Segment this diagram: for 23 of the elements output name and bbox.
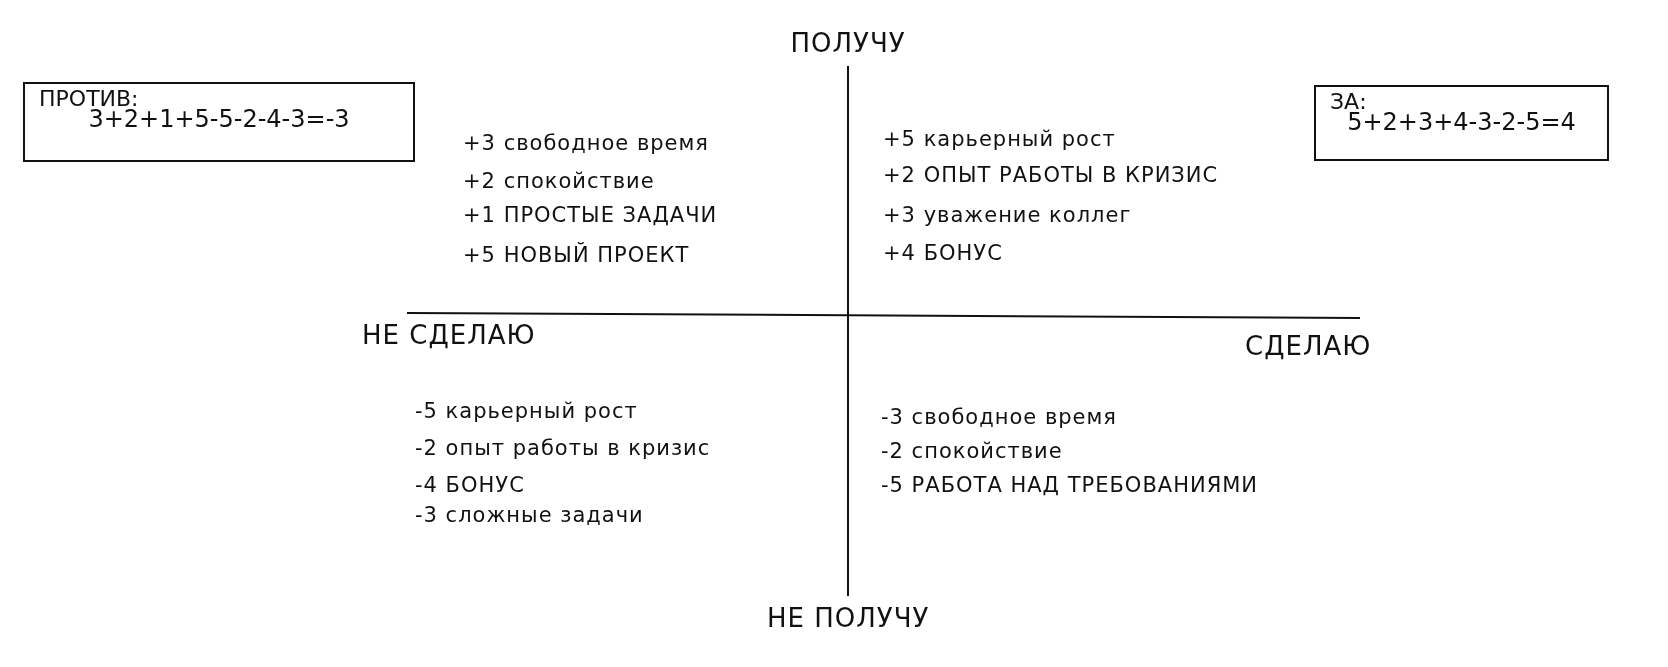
list-item: -3 сложные задачи [415, 502, 644, 528]
list-item: -3 свободное время [881, 404, 1117, 430]
formula-text: 5+2+3+4-3-2-5=4 [1347, 108, 1577, 137]
formula-box [23, 82, 415, 162]
list-item: +2 ОПЫТ РАБОТЫ В КРИЗИС [883, 162, 1219, 188]
list-item: -2 опыт работы в кризис [415, 435, 711, 461]
axis-label: НЕ ПОЛУЧУ [767, 603, 930, 633]
list-item: +1 ПРОСТЫЕ ЗАДАЧИ [463, 202, 718, 228]
formula-box [1314, 85, 1609, 161]
list-item: +4 БОНУС [883, 240, 1003, 266]
formula-text: 3+2+1+5-5-2-4-3=-3 [88, 105, 351, 134]
list-item: +5 НОВЫЙ ПРОЕКТ [463, 242, 690, 268]
list-item: -4 БОНУС [415, 472, 525, 498]
list-item: +3 свободное время [463, 130, 709, 156]
axis-label: СДЕЛАЮ [1245, 331, 1372, 361]
list-item: -5 РАБОТА НАД ТРЕБОВАНИЯМИ [881, 472, 1259, 498]
axis-label: ПОЛУЧУ [790, 28, 906, 58]
list-item: -5 карьерный рост [415, 398, 638, 424]
list-item: -2 спокойствие [881, 438, 1063, 464]
list-item: +2 спокойствие [463, 168, 655, 194]
list-item: +3 уважение коллег [883, 202, 1132, 228]
axis-label: НЕ СДЕЛАЮ [362, 320, 536, 350]
list-item: +5 карьерный рост [883, 126, 1116, 152]
